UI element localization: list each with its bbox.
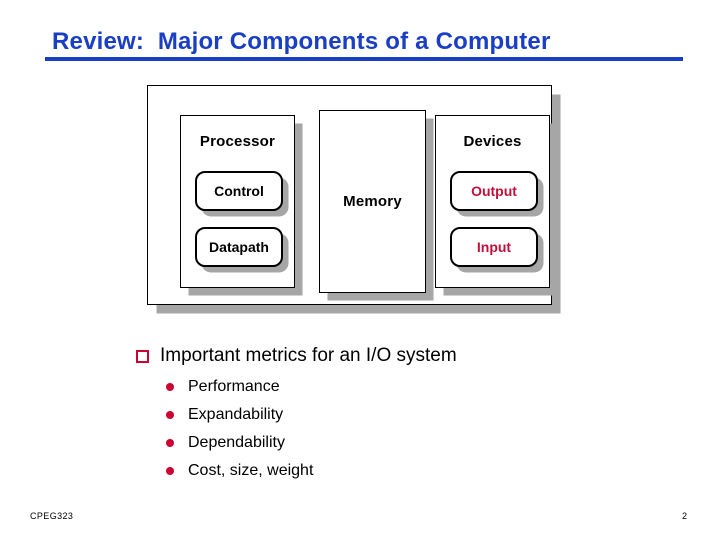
- bullet-sub-label: Expandability: [188, 406, 284, 423]
- title-underline-rule: [45, 57, 683, 61]
- bullet-list: Important metrics for an I/O system Perf…: [136, 345, 656, 488]
- page-title-text: Review: Major Components of a Computer: [52, 28, 551, 55]
- computer-components-diagram: Processor Control Datapath Memory Device…: [147, 85, 552, 305]
- devices-label: Devices: [463, 133, 522, 150]
- page-title: Review: Major Components of a Computer: [45, 28, 685, 61]
- devices-box: Devices Output Input: [435, 115, 550, 288]
- list-item: Performance: [166, 376, 656, 398]
- processor-box: Processor Control Datapath: [180, 115, 295, 288]
- filled-circle-bullet-icon: [166, 463, 188, 479]
- list-item: Cost, size, weight: [166, 460, 656, 482]
- footer-course-code: CPEG323: [30, 511, 74, 521]
- datapath-box: Datapath: [195, 227, 283, 267]
- bullet-sub-label: Cost, size, weight: [188, 462, 314, 479]
- list-item: Important metrics for an I/O system: [136, 345, 656, 367]
- footer-page-number: 2: [681, 511, 687, 521]
- list-item: Expandability: [166, 404, 656, 426]
- control-unit-box: Control: [195, 171, 283, 211]
- memory-box: Memory: [319, 110, 426, 293]
- memory-label: Memory: [343, 193, 402, 210]
- bullet-sub-label: Performance: [188, 378, 280, 395]
- input-device-label: Input: [476, 239, 512, 255]
- output-device-box: Output: [450, 171, 538, 211]
- control-unit-label: Control: [214, 183, 264, 199]
- processor-label: Processor: [199, 133, 276, 150]
- input-device-box: Input: [450, 227, 538, 267]
- datapath-label: Datapath: [209, 239, 269, 255]
- filled-circle-bullet-icon: [166, 435, 188, 451]
- hollow-square-bullet-icon: [136, 349, 160, 365]
- output-device-label: Output: [471, 183, 517, 199]
- filled-circle-bullet-icon: [166, 379, 188, 395]
- filled-circle-bullet-icon: [166, 407, 188, 423]
- list-item: Dependability: [166, 432, 656, 454]
- bullet-sub-label: Dependability: [188, 434, 285, 451]
- bullet-main-label: Important metrics for an I/O system: [160, 345, 457, 366]
